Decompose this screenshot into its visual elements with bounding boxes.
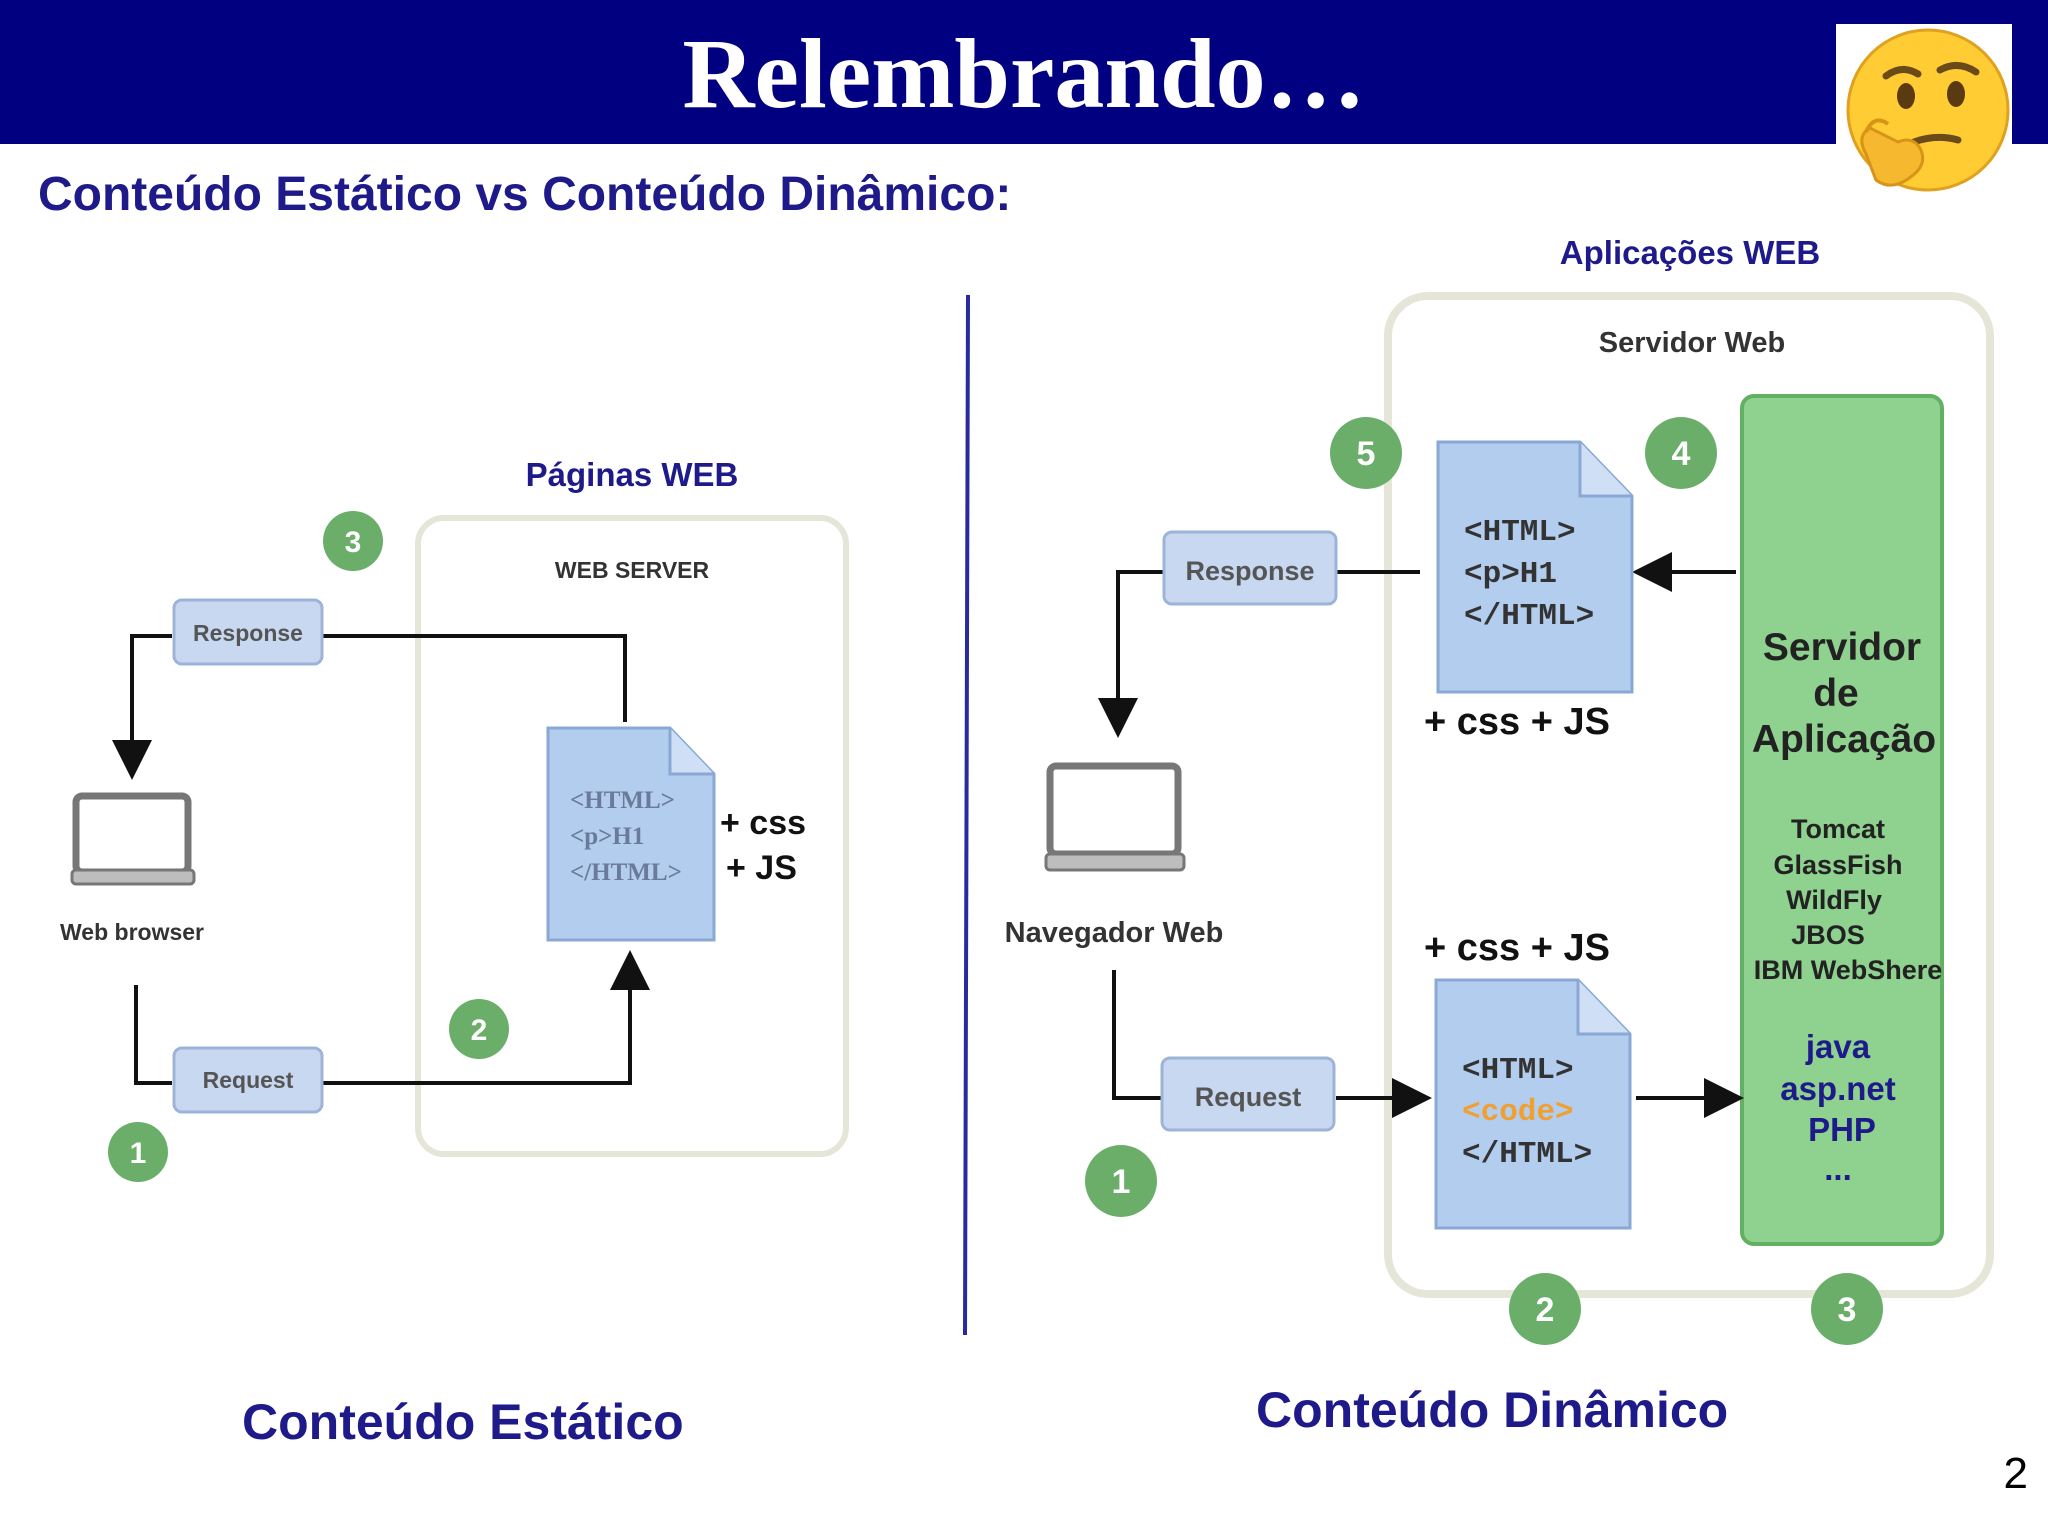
app-server-item-1: Tomcat [1791,814,1885,844]
dyn-browser-label: Navegador Web [1005,917,1224,949]
app-server-item-2: GlassFish [1773,850,1902,880]
dyn-step-1 [1085,1145,1157,1217]
static-request-label: Request [203,1067,294,1093]
app-server-title-1: Servidor [1763,626,1921,669]
static-browser-label: Web browser [60,919,204,945]
dyn-extras-top: + css + JS [1424,701,1610,743]
slide-title: Relembrando… [682,18,1366,129]
dyn-section-label: Aplicações WEB [1560,234,1820,271]
static-request-line [134,985,172,1085]
thinking-face-icon [1836,24,2012,200]
static-doc-line-2: <p>H1 [570,823,644,850]
static-step-2-label: 2 [471,1014,488,1047]
dyn-response-box [1162,530,1338,606]
static-step-1-label: 1 [130,1137,147,1170]
static-step-3 [323,511,383,571]
static-step-3-label: 3 [345,526,362,559]
dyn-in-line-1: <HTML> [1462,1053,1574,1088]
dyn-step-4 [1645,417,1717,489]
static-step-2 [449,999,509,1059]
app-server-title-2: de [1813,672,1859,715]
dyn-step-3 [1811,1273,1883,1345]
static-response-label: Response [193,620,303,646]
dyn-request-box [1160,1056,1336,1132]
static-response-box [172,598,324,666]
dyn-response-label: Response [1185,556,1314,586]
language-item-4: ... [1824,1150,1852,1187]
app-server-title-3: Aplicação [1752,718,1936,761]
dyn-extras-bottom: + css + JS [1424,927,1610,969]
language-item-3: PHP [1808,1111,1876,1148]
dyn-out-line-2: <p>H1 [1464,557,1557,592]
dyn-step-2 [1509,1273,1581,1345]
static-doc-line-1: <HTML> [570,787,675,814]
app-server-item-5: IBM WebShere [1754,955,1943,985]
app-server-box [1740,394,1944,1246]
dyn-step-1-label: 1 [1112,1163,1131,1201]
static-request-box [172,1046,324,1114]
dyn-code-doc-icon [1434,978,1632,1230]
servidor-web-label: Servidor Web [1599,327,1785,359]
dyn-step-3-label: 3 [1838,1291,1857,1329]
dyn-output-doc-icon [1436,440,1634,694]
static-html-doc-icon [546,726,716,942]
static-request-arrow [322,950,650,1085]
static-response-line [322,634,627,722]
static-step-1 [108,1122,168,1182]
static-extra-js: + JS [726,849,797,887]
app-server-item-4: JBOS [1791,920,1865,950]
static-doc-line-3: </HTML> [570,859,682,886]
slide-subtitle: Conteúdo Estático vs Conteúdo Dinâmico: [38,168,1012,221]
dyn-step-2-label: 2 [1536,1291,1555,1329]
static-caption: Conteúdo Estático [242,1394,684,1450]
static-extra-css: + css [720,804,806,842]
static-section-label: Páginas WEB [526,456,739,493]
dyn-laptop-icon [1044,762,1186,872]
static-laptop-icon [70,792,196,886]
section-divider [963,294,970,1336]
page-number: 2 [2003,1449,2028,1498]
dyn-request-line [1112,970,1162,1100]
dyn-response-arrow [1098,570,1164,738]
app-server-item-3: WildFly [1786,885,1882,915]
dyn-step-5-label: 5 [1357,435,1376,473]
dyn-out-line-3: </HTML> [1464,599,1594,634]
dynamic-caption: Conteúdo Dinâmico [1256,1382,1729,1438]
dyn-out-line-1: <HTML> [1464,515,1576,550]
web-server-label: WEB SERVER [555,557,710,583]
web-server-box [415,515,849,1157]
language-item-1: java [1805,1028,1871,1065]
dyn-step-4-label: 4 [1672,435,1691,473]
title-bar [0,0,2048,144]
dyn-in-line-2: <code> [1462,1095,1574,1130]
dyn-in-line-3: </HTML> [1462,1137,1592,1172]
dyn-step-5 [1330,417,1402,489]
static-response-arrow [112,634,172,780]
dyn-request-label: Request [1195,1082,1302,1112]
language-item-2: asp.net [1780,1070,1896,1107]
servidor-web-box [1384,292,1994,1298]
